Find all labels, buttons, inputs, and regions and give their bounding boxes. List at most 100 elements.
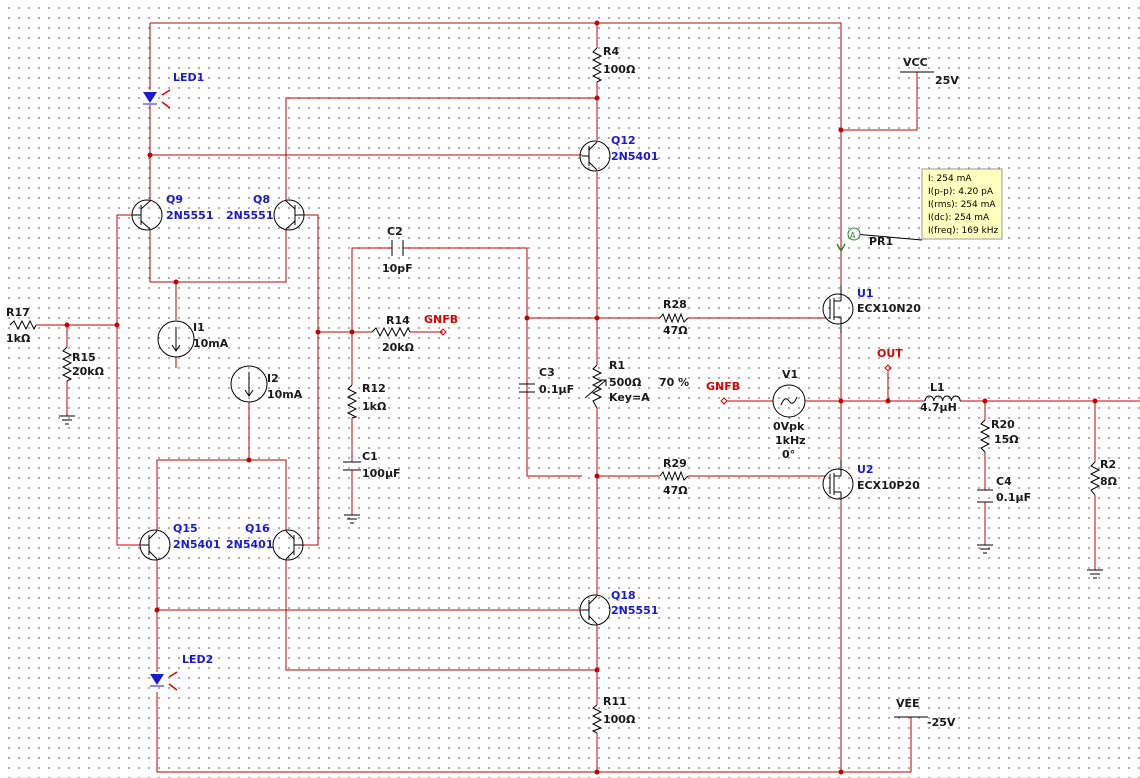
label: C2: [387, 225, 403, 238]
ac-source-v1[interactable]: [772, 384, 806, 418]
label: C4: [996, 475, 1012, 488]
label: Q16: [245, 522, 270, 535]
component-labels: LED1 LED2 R4 100Ω Q12 2N5401 Q9 2N5551 Q…: [6, 45, 1118, 729]
label: 20kΩ: [72, 365, 105, 378]
label: Q9: [166, 193, 183, 206]
label: I2: [267, 372, 279, 385]
transistor-q18[interactable]: [579, 594, 611, 626]
label: 2N5551: [226, 209, 273, 222]
label: 47Ω: [663, 484, 688, 497]
resistor-r17[interactable]: [9, 319, 37, 331]
label: VEE: [896, 697, 920, 710]
probe-readout: I(dc): 254 mA: [928, 213, 990, 223]
resistor-r29[interactable]: [659, 470, 689, 482]
label: 47Ω: [663, 324, 688, 337]
label: 4.7µH: [920, 401, 957, 414]
transistor-q16[interactable]: [272, 529, 304, 561]
label: R17: [6, 306, 30, 319]
svg-text:A: A: [850, 231, 856, 240]
junctions: [64, 20, 1098, 775]
label: 10mA: [193, 337, 229, 350]
label: 0.1µF: [539, 383, 574, 396]
current-source-i2[interactable]: [230, 365, 268, 403]
label: 20kΩ: [382, 341, 415, 354]
label: GNFB: [424, 313, 458, 326]
current-source-i1[interactable]: [157, 320, 195, 358]
label: 0.1µF: [996, 491, 1031, 504]
label: V1: [782, 368, 798, 381]
label: L1: [930, 381, 945, 394]
label: 100µF: [362, 467, 401, 480]
wires: [36, 22, 1140, 773]
label: U1: [857, 287, 874, 300]
label: LED1: [173, 71, 204, 84]
resistor-r15[interactable]: [61, 346, 73, 382]
label: 0°: [782, 448, 795, 461]
probe-readout: I(freq): 169 kHz: [928, 226, 999, 236]
resistor-r14[interactable]: [371, 326, 411, 338]
label: 2N5401: [226, 538, 273, 551]
label: GNFB: [706, 380, 740, 393]
mosfet-u1[interactable]: [822, 285, 854, 333]
label: 100Ω: [603, 63, 636, 76]
transistor-q8[interactable]: [273, 199, 305, 231]
label: U2: [857, 463, 874, 476]
label: R20: [991, 418, 1015, 431]
label: 100Ω: [603, 713, 636, 726]
probe-readout: I: 254 mA: [928, 174, 972, 184]
probe-readout: I(p-p): 4.20 pA: [928, 187, 994, 197]
label: I1: [193, 321, 205, 334]
ground-icon: [59, 415, 1103, 579]
capacitor-c2[interactable]: [391, 240, 404, 256]
label: C3: [539, 366, 555, 379]
label: 15Ω: [994, 433, 1019, 446]
probe-tooltip: I: 254 mA I(p-p): 4.20 pA I(rms): 254 mA…: [921, 168, 1003, 240]
transistor-q9[interactable]: [131, 199, 163, 231]
label: 70 %: [659, 376, 689, 389]
label: R11: [603, 695, 627, 708]
label: 2N5551: [611, 604, 658, 617]
resistor-r4[interactable]: [591, 47, 603, 83]
transistor-q15[interactable]: [139, 529, 171, 561]
resistor-r20[interactable]: [979, 419, 991, 453]
capacitor-c1[interactable]: [343, 461, 361, 478]
potentiometer-r1[interactable]: [584, 364, 607, 409]
resistor-r2[interactable]: [1089, 461, 1101, 496]
label: 1kΩ: [6, 332, 31, 345]
label: Q18: [611, 589, 636, 602]
label: 500Ω: [609, 376, 642, 389]
label: R12: [362, 382, 386, 395]
resistor-r11[interactable]: [591, 704, 603, 734]
label: 2N5551: [166, 209, 213, 222]
capacitor-c4[interactable]: [977, 489, 993, 503]
label: C1: [362, 450, 378, 463]
label: Q8: [253, 193, 270, 206]
label: 2N5401: [611, 150, 658, 163]
label: 1kHz: [775, 434, 806, 447]
label: -25V: [927, 716, 956, 729]
label: R14: [386, 314, 410, 327]
connector-icon[interactable]: [439, 328, 892, 405]
label: Q15: [173, 522, 198, 535]
probe-readout: I(rms): 254 mA: [928, 200, 996, 210]
resistor-r12[interactable]: [346, 384, 358, 419]
transistor-q12[interactable]: [579, 140, 611, 172]
mosfet-u2[interactable]: [822, 460, 854, 500]
label: R15: [72, 351, 96, 364]
capacitor-c3[interactable]: [519, 383, 535, 393]
led-icon[interactable]: [143, 89, 178, 691]
label: 10pF: [382, 262, 413, 275]
label: R1: [609, 359, 625, 372]
label: Q12: [611, 134, 636, 147]
label: R29: [663, 457, 687, 470]
probe-pr1[interactable]: A: [836, 227, 861, 253]
label: LED2: [182, 653, 213, 666]
resistor-r28[interactable]: [659, 312, 689, 324]
label: R4: [603, 45, 619, 58]
label: VCC: [903, 56, 928, 69]
label: 1kΩ: [362, 400, 387, 413]
label: ECX10P20: [857, 479, 920, 492]
inductor-l1[interactable]: [924, 395, 961, 402]
